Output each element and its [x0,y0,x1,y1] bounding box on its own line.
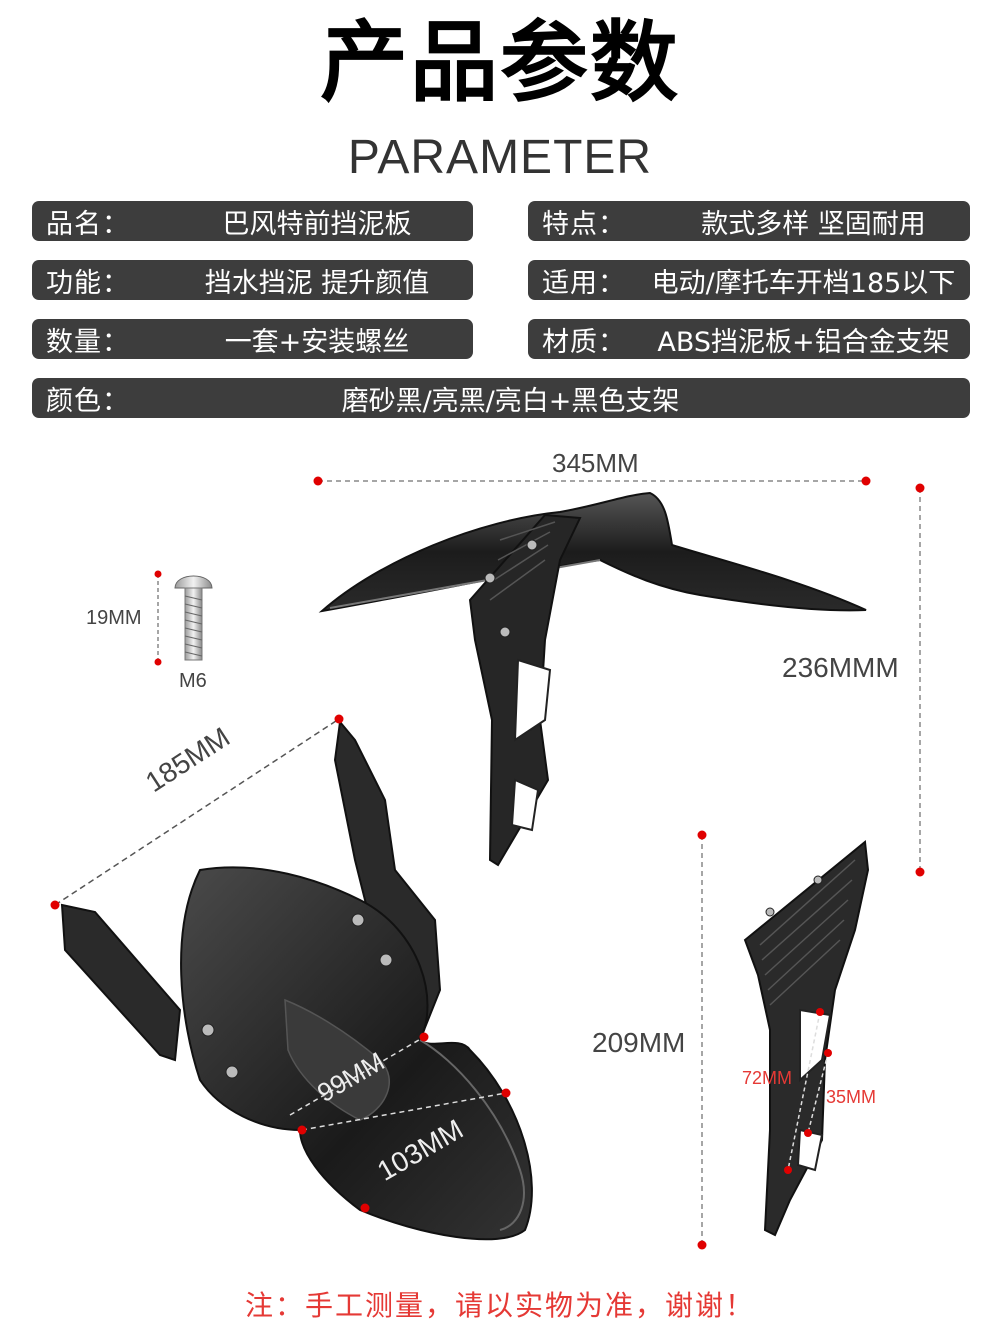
measurement-note: 注：手工测量，请以实物为准，谢谢！ [244,1289,755,1322]
side-view-fender [318,491,867,867]
param-material-value: ABS挡泥板+铝合金支架 [657,326,950,358]
param-feature-value: 款式多样 坚固耐用 [701,208,926,240]
dim-slot-spacing-label: 35MM [826,1087,877,1107]
param-name-key: 品名： [46,208,130,240]
dim-screw-size-label: M6 [179,670,207,692]
dim-slot-length-label: 72MM [742,1068,793,1088]
param-name: 品名： 巴风特前挡泥板 [32,201,473,241]
param-quantity-value: 一套+安装螺丝 [224,326,410,358]
param-material: 材质： ABS挡泥板+铝合金支架 [528,319,970,359]
param-fit: 适用： 电动/摩托车开档185以下 [528,260,970,300]
param-color-key: 颜色： [46,385,130,417]
dim-bracket-height-label: 209MM [592,1027,686,1058]
param-function-value: 挡水挡泥 提升颜值 [204,267,430,299]
param-quantity: 数量： 一套+安装螺丝 [32,319,473,359]
dim-screw-length-label: 19MM [86,607,142,629]
dim-height-label: 236MMM [782,652,899,683]
param-fit-value: 电动/摩托车开档185以下 [651,267,956,299]
param-feature-key: 特点： [542,208,626,240]
param-function-key: 功能： [46,267,130,299]
param-color: 颜色： 磨砂黑/亮黑/亮白+黑色支架 [32,378,970,418]
dim-length-label: 345MM [552,448,639,478]
param-function: 功能： 挡水挡泥 提升颜值 [32,260,473,300]
bracket-image [743,840,870,1237]
page-title: 产品参数 [319,11,680,114]
param-feature: 特点： 款式多样 坚固耐用 [528,201,970,241]
param-color-value: 磨砂黑/亮黑/亮白+黑色支架 [341,385,680,417]
param-name-value: 巴风特前挡泥板 [222,208,412,240]
screw-image [174,575,213,661]
front-view-fender [60,719,533,1241]
page-subtitle: PARAMETER [347,131,653,184]
param-fit-key: 适用： [542,267,626,299]
param-material-key: 材质： [542,326,626,358]
param-quantity-key: 数量： [46,326,130,358]
